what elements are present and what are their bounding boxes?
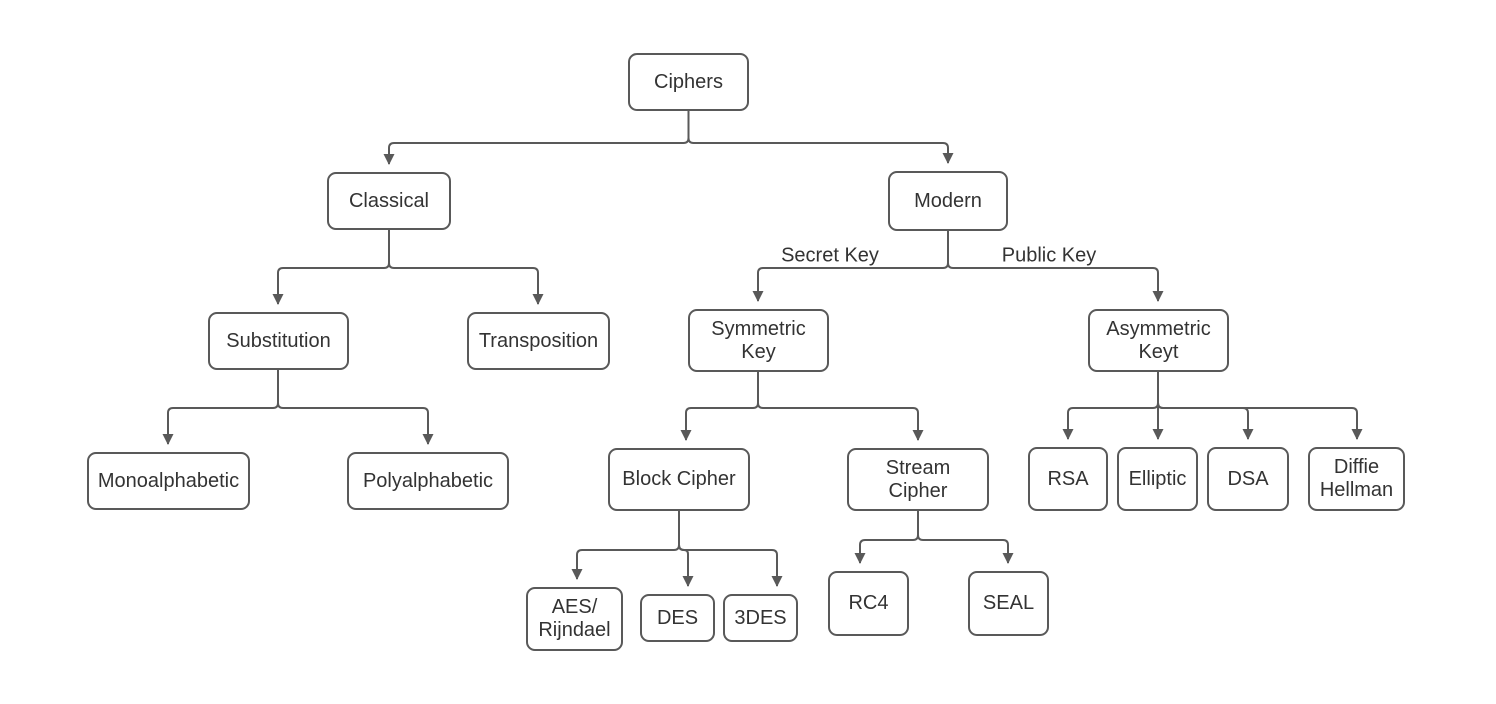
node-rsa: RSA: [1028, 447, 1108, 511]
edge-asymmetric-diffie: [1157, 372, 1363, 440]
edge-block-aes: [571, 511, 680, 580]
node-substitution: Substitution: [208, 312, 349, 370]
edge-substitution-monoalphabetic: [162, 370, 279, 445]
edge-symmetric-block: [680, 372, 759, 441]
node-seal: SEAL: [968, 571, 1049, 636]
edge-stream-rc4: [854, 511, 919, 564]
edge-classical-transposition: [388, 230, 544, 305]
node-diffie-hellman: Diffie Hellman: [1308, 447, 1405, 511]
edge-modern-asymmetric: [947, 231, 1164, 302]
node-classical: Classical: [327, 172, 451, 230]
node-3des: 3DES: [723, 594, 798, 642]
edge-label-public-key: Public Key: [1001, 244, 1097, 267]
node-ciphers: Ciphers: [628, 53, 749, 111]
node-des: DES: [640, 594, 715, 642]
edge-asymmetric-dsa: [1157, 372, 1254, 440]
edge-label-secret-key: Secret Key: [781, 244, 879, 267]
node-block-cipher: Block Cipher: [608, 448, 750, 511]
node-elliptic: Elliptic: [1117, 447, 1198, 511]
edge-stream-seal: [917, 511, 1014, 564]
edge-block-3des: [678, 511, 783, 587]
node-rc4: RC4: [828, 571, 909, 636]
edge-ciphers-classical: [383, 111, 690, 165]
node-symmetric-key: Symmetric Key: [688, 309, 829, 372]
edge-ciphers-modern: [687, 111, 954, 164]
node-monoalphabetic: Monoalphabetic: [87, 452, 250, 510]
edge-classical-substitution: [272, 230, 390, 305]
edge-asymmetric-rsa: [1062, 372, 1159, 440]
node-aes-rijndael: AES/ Rijndael: [526, 587, 623, 651]
edge-symmetric-stream: [757, 372, 924, 441]
node-polyalphabetic: Polyalphabetic: [347, 452, 509, 510]
node-transposition: Transposition: [467, 312, 610, 370]
node-dsa: DSA: [1207, 447, 1289, 511]
node-stream-cipher: Stream Cipher: [847, 448, 989, 511]
edge-substitution-polyalphabetic: [277, 370, 434, 445]
node-asymmetric-key: Asymmetric Keyt: [1088, 309, 1229, 372]
node-modern: Modern: [888, 171, 1008, 231]
